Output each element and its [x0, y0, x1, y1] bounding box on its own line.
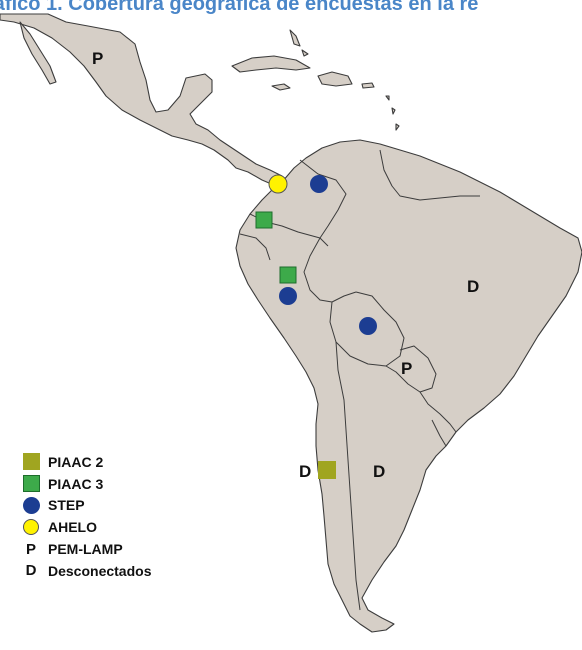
- colombia-ahelo-marker: [268, 174, 288, 194]
- colombia-venezuela-border: [299, 159, 347, 239]
- legend-item-ahelo: AHELO: [22, 516, 151, 538]
- legend-item-piaac2: PIAAC 2: [22, 451, 151, 473]
- legend-item-step: STEP: [22, 495, 151, 517]
- chile-argentina-border: [335, 341, 361, 611]
- baja-california-shape: [19, 21, 57, 85]
- legend-item-desconectados: D Desconectados: [22, 560, 152, 582]
- colombia-step-marker: [310, 175, 328, 193]
- letter-d-symbol: D: [25, 562, 37, 580]
- legend-label: PEM-LAMP: [48, 541, 123, 558]
- jamaica-shape: [271, 83, 291, 91]
- bolivia-step-marker: [359, 317, 377, 335]
- brazil-letter: D: [467, 277, 479, 296]
- ecuador-piaac3-marker: [255, 211, 273, 229]
- legend-item-piaac3: PIAAC 3: [22, 473, 151, 495]
- mexico-central-america-shape: [0, 13, 287, 187]
- lesser-antilles-shape: [385, 95, 400, 131]
- legend: PIAAC 2 PIAAC 3 STEP AHELO P PEM-LAMP D …: [22, 451, 151, 582]
- bolivia-border: [329, 291, 405, 367]
- bahamas-shape: [289, 29, 309, 57]
- argentina-letter: D: [373, 462, 385, 481]
- blue-circle-icon: [22, 496, 40, 514]
- yellow-circle-icon: [22, 518, 40, 536]
- legend-item-pem-lamp: P PEM-LAMP: [22, 538, 151, 560]
- peru-step-marker: [279, 287, 297, 305]
- south-america-shape: [235, 139, 582, 633]
- olive-square-icon: [22, 453, 40, 471]
- chile-letter: D: [299, 462, 311, 481]
- legend-label: AHELO: [48, 519, 97, 536]
- venezuela-guyana-border: [379, 149, 480, 201]
- paraguay-border: [385, 345, 437, 393]
- legend-label: Desconectados: [48, 562, 152, 579]
- map-title: ráfico 1. Cobertura geográfica de encues…: [0, 0, 479, 15]
- legend-label: PIAAC 2: [48, 453, 104, 470]
- ecuador-peru-border: [239, 233, 271, 261]
- peru-brazil-border: [303, 237, 357, 303]
- letter-p-symbol: P: [25, 540, 36, 558]
- hispaniola-shape: [317, 71, 353, 87]
- peru-piaac3-marker: [279, 266, 297, 284]
- mexico-letter: P: [92, 49, 103, 68]
- puerto-rico-shape: [361, 82, 375, 89]
- legend-label: PIAAC 3: [48, 475, 104, 492]
- cuba-shape: [231, 55, 311, 73]
- argentina-brazil-uruguay-border: [419, 391, 457, 447]
- chile-piaac2-marker: [318, 461, 336, 479]
- paraguay-letter: P: [401, 359, 412, 378]
- green-square-icon: [22, 475, 40, 493]
- legend-label: STEP: [48, 497, 85, 514]
